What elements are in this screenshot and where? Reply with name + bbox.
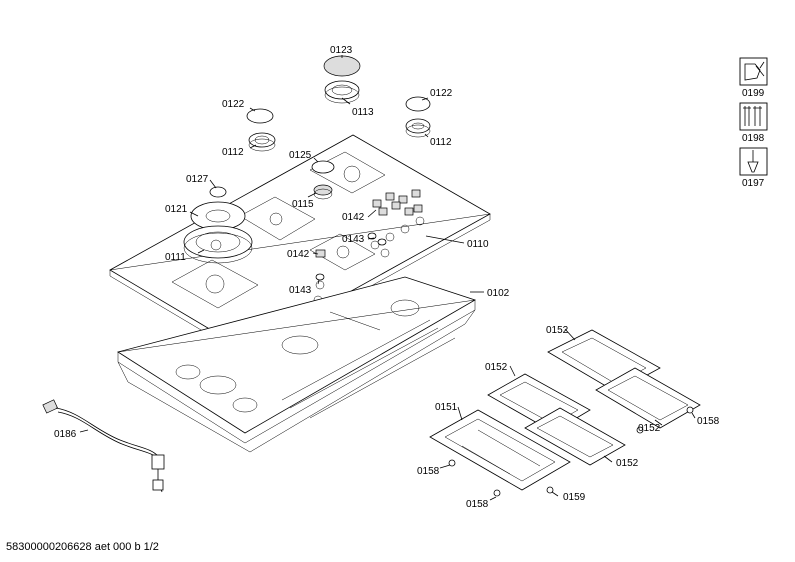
label-0143-upper: 0143 bbox=[342, 234, 365, 245]
label-0158-left: 0158 bbox=[417, 466, 440, 477]
label-0122-right: 0122 bbox=[430, 88, 453, 99]
wok-burner-0127-0121-0111 bbox=[183, 186, 253, 264]
part-labels: 0123 0113 0122 0112 0122 0112 0125 0127 … bbox=[54, 45, 720, 510]
label-0122-left: 0122 bbox=[222, 99, 245, 110]
label-0152-top: 0152 bbox=[546, 325, 569, 336]
label-0110: 0110 bbox=[467, 239, 489, 250]
wrench-icon bbox=[739, 57, 768, 86]
burner-cap-0122-left bbox=[246, 108, 276, 152]
pan-support-0152-middle bbox=[524, 407, 626, 466]
pan-support-0152-right bbox=[595, 367, 701, 429]
label-0152-middle: 0152 bbox=[616, 458, 639, 469]
glass-cooktop-plate bbox=[109, 134, 491, 357]
label-0159: 0159 bbox=[563, 492, 586, 503]
label-0102: 0102 bbox=[487, 288, 510, 299]
base-tray bbox=[117, 276, 476, 453]
control-knobs bbox=[315, 189, 423, 281]
tool-icon-0197: 0197 bbox=[739, 147, 768, 189]
burner-0125-0115 bbox=[311, 160, 335, 200]
label-0152-right: 0152 bbox=[638, 423, 661, 434]
label-0197: 0197 bbox=[742, 178, 765, 189]
label-0127: 0127 bbox=[186, 174, 209, 185]
rubber-feet bbox=[448, 406, 694, 497]
label-0158-right: 0158 bbox=[697, 416, 720, 427]
label-0158-bottom: 0158 bbox=[466, 499, 489, 510]
label-0199: 0199 bbox=[742, 88, 765, 99]
leader-lines bbox=[79, 55, 696, 501]
label-0113: 0113 bbox=[352, 107, 374, 118]
label-0143-lower: 0143 bbox=[289, 285, 312, 296]
document-footer-id: 58300000206628 aet 000 b 1/2 bbox=[6, 541, 159, 553]
label-0151: 0151 bbox=[435, 402, 458, 413]
label-0112-right: 0112 bbox=[430, 137, 452, 148]
label-0142-upper: 0142 bbox=[342, 212, 365, 223]
tool-icon-0199: 0199 bbox=[739, 57, 768, 99]
label-0115: 0115 bbox=[292, 199, 314, 210]
label-0121: 0121 bbox=[165, 204, 188, 215]
burner-cap-0123 bbox=[323, 55, 361, 104]
label-0111: 0111 bbox=[165, 252, 186, 263]
burner-cap-0122-right bbox=[405, 96, 431, 138]
label-0123: 0123 bbox=[330, 45, 353, 56]
label-0198: 0198 bbox=[742, 133, 765, 144]
tool-icon-0198: 0198 bbox=[739, 102, 768, 144]
label-0112-left: 0112 bbox=[222, 147, 244, 158]
power-cord bbox=[42, 399, 165, 493]
lubricant-icon bbox=[739, 147, 768, 176]
label-0152-left: 0152 bbox=[485, 362, 508, 373]
screwdriver-icon bbox=[739, 102, 768, 131]
label-0125: 0125 bbox=[289, 150, 312, 161]
label-0186: 0186 bbox=[54, 429, 77, 440]
label-0142-lower: 0142 bbox=[287, 249, 310, 260]
